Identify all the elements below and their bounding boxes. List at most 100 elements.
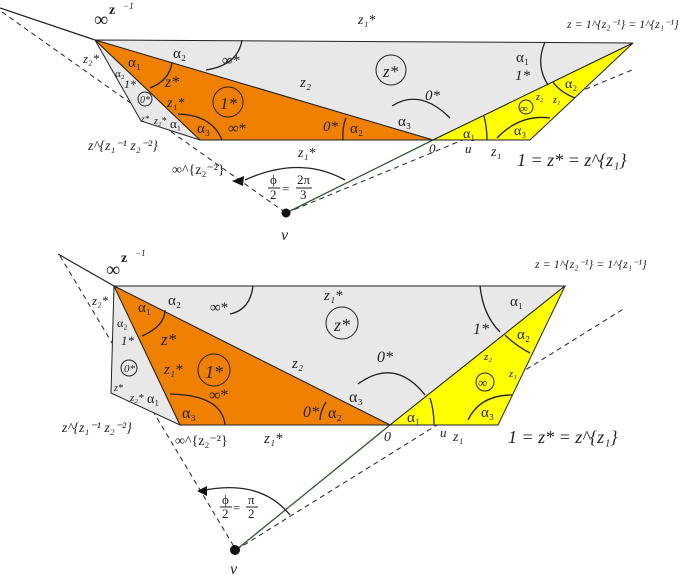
label: z₂ (535, 92, 544, 103)
label: z₁* (297, 146, 315, 161)
label: z* (382, 62, 399, 81)
bottom-circle-1star (197, 353, 231, 387)
phi-num: ϕ (270, 172, 277, 187)
rnum: 2π (297, 172, 311, 187)
top-corner-inf: ∞ (94, 9, 108, 31)
top-arc-inf (205, 39, 243, 71)
label: z₂ (299, 75, 311, 91)
top-label-alpha2-small: α₂ (115, 68, 125, 80)
label: α₂ (350, 121, 363, 137)
bottom-orange-triangle (112, 284, 391, 426)
label: α₂ (328, 405, 342, 422)
bottom-yellow-triangle (388, 285, 566, 426)
top-right-formula: 1 = z* = z^{z₁} (517, 150, 627, 170)
top-label-z1star: z₁* (166, 96, 184, 111)
top-label-z2star: z₂* (82, 51, 100, 66)
bottom-phi-arc (199, 486, 291, 516)
eq: = (282, 181, 289, 196)
label: α₂ (117, 316, 127, 330)
label: z₂ (291, 356, 303, 372)
phi-den: 2 (270, 187, 277, 202)
bottom-v-label: v (230, 561, 238, 578)
top-arc-alpha3 (177, 113, 223, 141)
label: ∞* (228, 121, 246, 137)
bottom-arc-alpha3-gray (357, 372, 426, 396)
label: 0* (323, 119, 339, 135)
top-arc-alpha2-y (552, 81, 576, 99)
label: α₃ (514, 124, 526, 139)
arrow-icon (232, 176, 244, 186)
bottom-diagram: ∞ z −1 z₂* α₁ α₂ ∞* α₂ 1* z* 0* z₁* 1* z… (57, 248, 647, 578)
label: α₃ (349, 389, 363, 406)
label: ∞ (520, 103, 528, 115)
top-circle-1star (212, 86, 244, 118)
label: 1* (515, 68, 531, 84)
label: ∞* (209, 387, 228, 404)
label: α₁ (516, 50, 529, 66)
bottom-right-formula: 1 = z* = z^{z₁} (508, 427, 618, 447)
bottom-corner-bottom: ∞^{z₂⁻²} (175, 434, 228, 449)
arrow-icon (197, 486, 207, 496)
label: α₂ (168, 293, 181, 309)
top-arc-alpha3-y (496, 116, 551, 139)
label: 0* (303, 404, 319, 421)
bottom-arc-alpha2-y (504, 334, 531, 354)
top-diagram: ∞ z −1 z₂* α₁ α₂ ∞* α₂ 1* z* 0* z₁* 1* z… (0, 1, 679, 244)
label: α₁ (138, 300, 151, 316)
label: 0* (425, 88, 441, 104)
top-arc-zstar (149, 61, 173, 89)
top-circle-0star (137, 91, 153, 107)
label: z₁ (490, 145, 501, 160)
label: z* (160, 330, 177, 349)
label: z₁* (263, 431, 283, 447)
label: z₁* (323, 288, 343, 304)
label: α₂ (565, 77, 577, 92)
label: 0* (124, 363, 136, 375)
label: α₁ (510, 294, 523, 310)
bottom-corner-bl: z^{z₁⁻¹ z₂⁻²} (61, 421, 132, 436)
bottom-circle-zstar (325, 306, 359, 340)
label: z* (113, 383, 123, 394)
label: α₃ (398, 114, 411, 130)
top-arc-alpha1-y (483, 115, 488, 141)
label: z₂* (91, 293, 109, 308)
phi-num: ϕ (222, 492, 229, 507)
top-phi-arc (244, 166, 346, 181)
top-circle-zstar (375, 54, 407, 86)
label: z* (140, 114, 150, 124)
label: z₁ (552, 95, 560, 106)
label: z₁* (163, 362, 183, 378)
label: α₁ (147, 392, 159, 407)
label: z* (333, 315, 350, 335)
top-arc-alpha3-gray (391, 98, 451, 119)
top-label-alpha2: α₂ (173, 46, 186, 62)
top-corner-bottom: ∞^{z₂⁻²} (172, 163, 225, 178)
bottom-corner-inf: ∞ (106, 259, 120, 281)
rden: 3 (300, 187, 307, 202)
bottom-vertex-v (230, 545, 240, 555)
bottom-green-ray (235, 424, 391, 551)
bottom-circle-0star (120, 359, 138, 377)
top-green-ray (285, 139, 434, 214)
top-label-zstar: z* (164, 74, 179, 91)
label: u (440, 425, 447, 440)
label: α₃ (197, 121, 210, 137)
bottom-right-dashed-ray (235, 307, 626, 551)
top-corner-tr: z = 1^{z₂⁻¹} = 1^{z₁⁻¹} (566, 17, 679, 31)
top-label-infstar: ∞* (222, 53, 240, 69)
top-arc-1star (540, 41, 549, 86)
top-label-alpha1: α₁ (128, 55, 141, 71)
label: 0* (377, 349, 393, 366)
top-solid-ray (0, 7, 96, 41)
exp: −1 (135, 248, 146, 258)
bottom-circle-inf (475, 372, 495, 392)
label: z₁ (452, 430, 463, 445)
eq: = (233, 500, 240, 515)
label: 1* (205, 362, 223, 382)
label: α₃ (182, 405, 196, 422)
label: α₁ (170, 116, 181, 131)
label: z₂* (129, 392, 144, 404)
top-yellow-triangle (432, 42, 634, 141)
label: α₁ (407, 410, 420, 426)
